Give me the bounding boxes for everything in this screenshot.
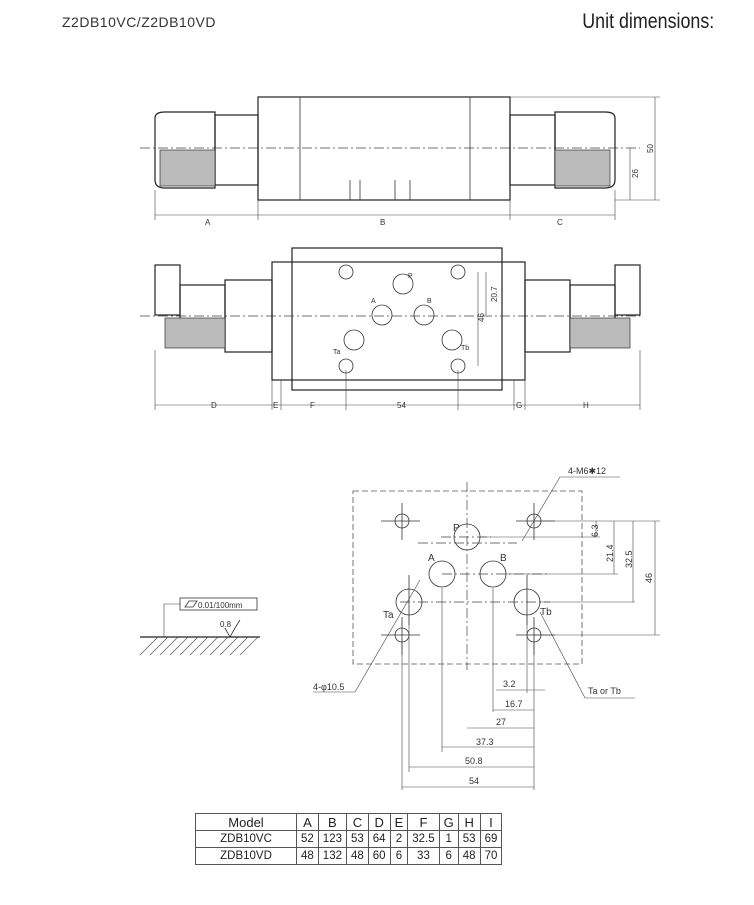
hdim-37-3: 37.3 (476, 737, 494, 747)
port-ta: Ta (383, 610, 394, 621)
dim-d: D (211, 401, 217, 410)
hdim-27: 27 (496, 717, 506, 727)
table-cell: 1 (438, 830, 459, 848)
header-cell: I (479, 813, 503, 831)
dim-h: H (583, 401, 589, 410)
mounting-face: P A B Ta Tb 4-M6✱12 4-φ10.5 Ta or Tb 6.3… (313, 466, 660, 790)
table-cell: 48 (345, 847, 369, 865)
port-a: A (428, 553, 435, 564)
table-cell: 69 (479, 830, 503, 848)
table-cell: 32.5 (407, 830, 440, 848)
surface-spec: 0.01/100mm 0.8 (139, 597, 260, 656)
table-cell: ZDB10VD (195, 847, 297, 865)
header-cell: D (367, 813, 391, 831)
header-cell: E (389, 813, 409, 831)
port-b-label: B (427, 298, 432, 305)
dim-f: F (310, 401, 315, 410)
dim-g: G (516, 401, 522, 410)
hdim-50-8: 50.8 (465, 756, 483, 766)
table-cell: 48 (296, 847, 319, 865)
roughness-value: 0.8 (220, 620, 232, 629)
dim-a: A (205, 218, 211, 227)
table-cell: 53 (457, 830, 481, 848)
header-cell: Model (195, 813, 297, 831)
table-cell: 123 (317, 830, 347, 848)
port-p-label: P (408, 273, 413, 280)
table-cell: 6 (389, 847, 409, 865)
dim-b: B (380, 218, 385, 227)
flatness-tolerance: 0.01/100mm (198, 601, 243, 610)
table-cell: 60 (367, 847, 391, 865)
table-cell: 2 (389, 830, 409, 848)
table-cell: ZDB10VC (195, 830, 297, 848)
vdim-46: 46 (644, 573, 654, 583)
dim-54: 54 (397, 401, 406, 410)
table-row: ZDB10VC 52 123 53 64 2 32.5 1 53 69 (195, 830, 503, 848)
vdim-32-5: 32.5 (624, 550, 634, 568)
table-cell: 53 (345, 830, 369, 848)
hdim-54: 54 (469, 776, 479, 786)
bore-callout: 4-φ10.5 (313, 682, 344, 692)
vdim-21-4: 21.4 (605, 544, 615, 562)
table-cell: 52 (296, 830, 319, 848)
top-view: A B C 50 26 (140, 96, 660, 227)
port-ta-label: Ta (333, 349, 341, 356)
dim-20-7: 20.7 (490, 286, 499, 302)
port-tb-label: Tb (461, 345, 469, 352)
table-cell: 64 (367, 830, 391, 848)
header-cell: C (345, 813, 369, 831)
header-cell: G (438, 813, 459, 831)
dimension-table: Model A B C D E F G H I ZDB10VC 52 123 5… (195, 813, 503, 865)
table-cell: 48 (457, 847, 481, 865)
port-a-label: A (371, 298, 376, 305)
port-tb: Tb (540, 607, 552, 618)
port-b: B (500, 553, 507, 564)
table-row: ZDB10VD 48 132 48 60 6 33 6 48 70 (195, 847, 503, 865)
front-view: P A B Ta Tb 20.7 46 D E F 54 G H (140, 247, 641, 410)
mounting-holes (381, 503, 555, 655)
vdim-6-3: 6.3 (590, 524, 600, 537)
dim-e: E (273, 401, 278, 410)
header-cell: B (317, 813, 347, 831)
header-cell: H (457, 813, 481, 831)
dim-c: C (557, 218, 563, 227)
thread-callout: 4-M6✱12 (568, 466, 606, 476)
section-title: Unit dimensions: (582, 10, 714, 33)
header-cell: F (407, 813, 440, 831)
header-cell: A (296, 813, 319, 831)
table-header-row: Model A B C D E F G H I (195, 813, 503, 831)
port-callout: Ta or Tb (588, 686, 621, 696)
port-p: P (453, 523, 460, 534)
dim-46: 46 (477, 313, 486, 322)
table-cell: 132 (317, 847, 347, 865)
table-cell: 70 (479, 847, 503, 865)
table-cell: 33 (407, 847, 440, 865)
model-title: Z2DB10VC/Z2DB10VD (62, 14, 217, 30)
dim-height-26: 26 (631, 169, 640, 178)
dim-height-50: 50 (646, 144, 655, 153)
table-cell: 6 (438, 847, 459, 865)
hdim-3-2: 3.2 (503, 679, 516, 689)
hdim-16-7: 16.7 (505, 699, 523, 709)
